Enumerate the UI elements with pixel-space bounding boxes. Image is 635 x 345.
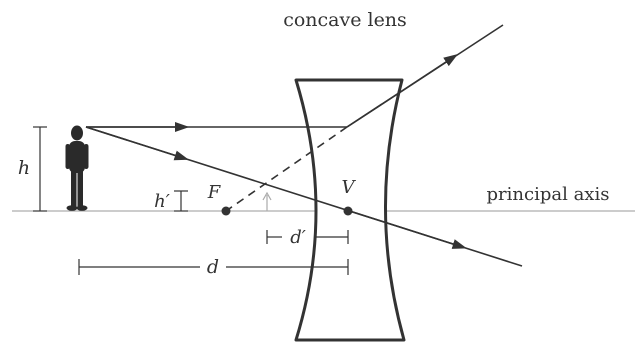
virtual-ray-extension: [225, 126, 348, 212]
object-height-label: h: [18, 157, 30, 179]
image-distance-label: d′: [290, 227, 306, 248]
principal-axis-label: principal axis: [487, 184, 610, 205]
vertex-dot: [343, 206, 353, 216]
person-object-icon: [65, 125, 89, 211]
focal-point-label: F: [207, 182, 222, 203]
focal-point-dot: [221, 206, 231, 216]
image-arrow: [262, 191, 272, 211]
image-height-label: h′: [154, 191, 170, 212]
object-distance-label: d: [207, 256, 219, 278]
image-distance-marker: [266, 230, 349, 244]
image-height-marker: [174, 190, 188, 212]
central-ray-arrow-2: [347, 209, 467, 249]
object-height-marker: [33, 126, 47, 212]
vertex-label: V: [342, 177, 357, 198]
diagram-title: concave lens: [283, 9, 407, 31]
object-distance-marker: [78, 259, 349, 275]
central-ray-arrow-1: [85, 126, 189, 161]
diverging-ray-arrow: [346, 54, 459, 128]
